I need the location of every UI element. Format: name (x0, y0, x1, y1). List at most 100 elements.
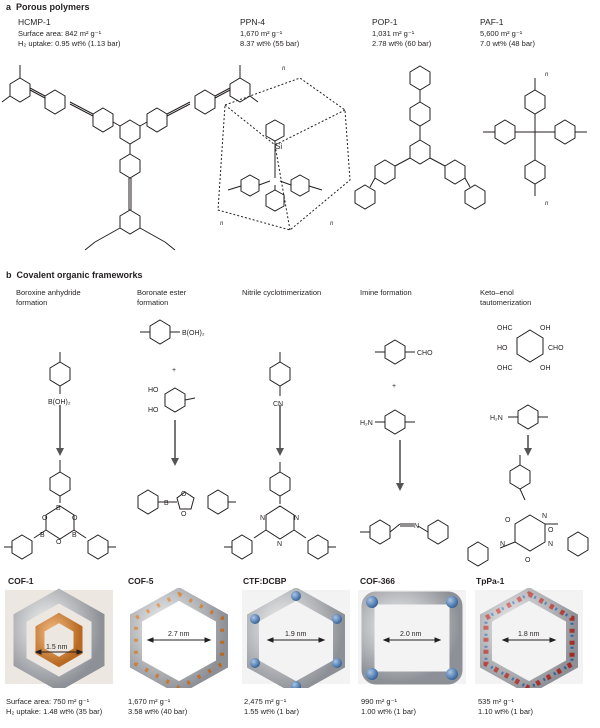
ctf-dcbp-model (242, 588, 350, 688)
polymer-surface-area: Surface area: 842 m² g⁻¹ (18, 29, 102, 38)
cof-surface-area: 535 m² g⁻¹ (478, 697, 515, 706)
pore-size-label: 2.7 nm (168, 631, 190, 638)
pop1-structure (354, 65, 486, 210)
chem-label: O (548, 527, 554, 534)
tppa1-model (475, 588, 583, 688)
chem-label: HO (148, 387, 159, 394)
polymer-name: PPN-4 (240, 17, 266, 27)
cof1-props: Surface area: 750 m² g⁻¹ H₂ uptake: 1.48… (6, 697, 102, 717)
chem-label: B(OH)₂ (182, 330, 205, 337)
polymer-surface-area: 5,600 m² g⁻¹ (480, 29, 523, 38)
chem-label: B (164, 500, 169, 507)
chem-label: B (40, 532, 45, 539)
n-subscript: n (545, 72, 549, 78)
ctf-props: 2,475 m² g⁻¹ 1.55 wt% (1 bar) (244, 697, 299, 717)
chem-label: O (181, 491, 187, 498)
chem-label: N (260, 515, 265, 522)
cof-surface-area: 1,670 m² g⁻¹ (128, 697, 171, 706)
n-subscript: n (330, 221, 334, 227)
ppn4-structure (217, 77, 351, 231)
ppn4-info: PPN-4 1,670 m² g⁻¹ 8.37 wt% (55 bar) (240, 17, 299, 49)
cof-name: TpPa-1 (476, 576, 505, 586)
n-subscript: n (282, 66, 286, 72)
cof-h2-uptake: 1.10 wt% (1 bar) (478, 707, 534, 716)
chem-label: N (548, 541, 553, 548)
pore-size-label: 1.5 nm (46, 644, 68, 651)
cof-surface-area: 990 m² g⁻¹ (361, 697, 398, 706)
cof5-props: 1,670 m² g⁻¹ 3.58 wt% (40 bar) (128, 697, 187, 717)
cof-h2-uptake: 1.55 wt% (1 bar) (244, 707, 300, 716)
n-subscript: n (220, 221, 224, 227)
cof-surface-area: 2,475 m² g⁻¹ (244, 697, 287, 706)
chem-label: H₂N (360, 420, 373, 427)
cof-name: CTF:DCBP (243, 576, 287, 586)
chem-label: OH (540, 325, 551, 332)
chem-label: OH (540, 365, 551, 372)
paf1-structure (483, 78, 587, 196)
pore-size-label: 2.0 nm (400, 631, 422, 638)
n-subscript: n (545, 201, 549, 207)
cof-h2-uptake: 3.58 wt% (40 bar) (128, 707, 188, 716)
chem-label: O (42, 515, 48, 522)
reaction-label: Imine formation (360, 288, 412, 297)
cof5-model (125, 588, 233, 688)
polymer-h2-uptake: 7.0 wt% (48 bar) (480, 39, 536, 48)
polymer-h2-uptake: 8.37 wt% (55 bar) (240, 39, 300, 48)
polymer-name: PAF-1 (480, 17, 504, 27)
cof-name: COF-366 (360, 576, 395, 586)
chem-label: + (392, 383, 396, 390)
panel-a-header: a Porous polymers (6, 2, 90, 12)
panel-b-title: Covalent organic frameworks (16, 270, 143, 280)
cof-h2-uptake: H₂ uptake: 1.48 wt% (35 bar) (6, 707, 103, 716)
cof-surface-area: Surface area: 750 m² g⁻¹ (6, 697, 90, 706)
chem-label: CHO (548, 345, 564, 352)
panel-b-letter: b (6, 270, 12, 280)
chem-label: HO (497, 345, 508, 352)
chem-label: B(OH)₂ (48, 399, 71, 406)
cof-name: COF-1 (8, 576, 34, 586)
chem-label: OHC (497, 365, 513, 372)
chem-label: H₂N (490, 415, 503, 422)
chem-label: N (500, 541, 505, 548)
si-atom-label: Si (275, 142, 282, 151)
panel-a-structures: Si n n n n n (1, 65, 587, 251)
chem-label: OHC (497, 325, 513, 332)
chem-label: HO (148, 407, 159, 414)
chem-label: O (505, 517, 511, 524)
chem-label: B (72, 532, 77, 539)
chem-label: + (172, 367, 176, 374)
polymer-h2-uptake: 2.78 wt% (60 bar) (372, 39, 432, 48)
polymer-name: POP-1 (372, 17, 398, 27)
cof-h2-uptake: 1.00 wt% (1 bar) (361, 707, 417, 716)
polymer-name: HCMP-1 (18, 17, 51, 27)
cof1-model (5, 588, 113, 688)
cof366-props: 990 m² g⁻¹ 1.00 wt% (1 bar) (361, 697, 416, 717)
chem-label: O (181, 511, 187, 518)
panel-a-letter: a (6, 2, 12, 12)
pop1-info: POP-1 1,031 m² g⁻¹ 2.78 wt% (60 bar) (372, 17, 431, 49)
panel-b-header: b Covalent organic frameworks (6, 270, 143, 280)
chem-label: N (294, 515, 299, 522)
hcmp1-info: HCMP-1 Surface area: 842 m² g⁻¹ H₂ uptak… (18, 17, 121, 49)
chem-label: N (542, 513, 547, 520)
cof-name: COF-5 (128, 576, 154, 586)
reaction-label: Nitrile cyclotrimerization (242, 288, 322, 297)
chem-label: CN (273, 401, 283, 408)
polymer-surface-area: 1,670 m² g⁻¹ (240, 29, 283, 38)
hcmp1-structure (1, 65, 259, 251)
polymer-surface-area: 1,031 m² g⁻¹ (372, 29, 415, 38)
panel-a-title: Porous polymers (16, 2, 90, 12)
tppa1-props: 535 m² g⁻¹ 1.10 wt% (1 bar) (478, 697, 533, 717)
chem-label: B (56, 505, 61, 512)
cof-space-filling-models: 1.5 nm 2.7 nm 1.9 nm 2.0 nm 1.8 nm (5, 588, 583, 688)
reaction-schemes: B(OH)₂ B B B O O O B(OH)₂ + HO HO B O O … (4, 319, 589, 567)
paf1-info: PAF-1 5,600 m² g⁻¹ 7.0 wt% (48 bar) (480, 17, 535, 49)
chem-label: CHO (417, 350, 433, 357)
cof366-model (358, 590, 466, 685)
chem-label: O (56, 539, 62, 546)
polymer-h2-uptake: H₂ uptake: 0.95 wt% (1.13 bar) (18, 39, 121, 48)
chem-label: O (525, 557, 531, 564)
